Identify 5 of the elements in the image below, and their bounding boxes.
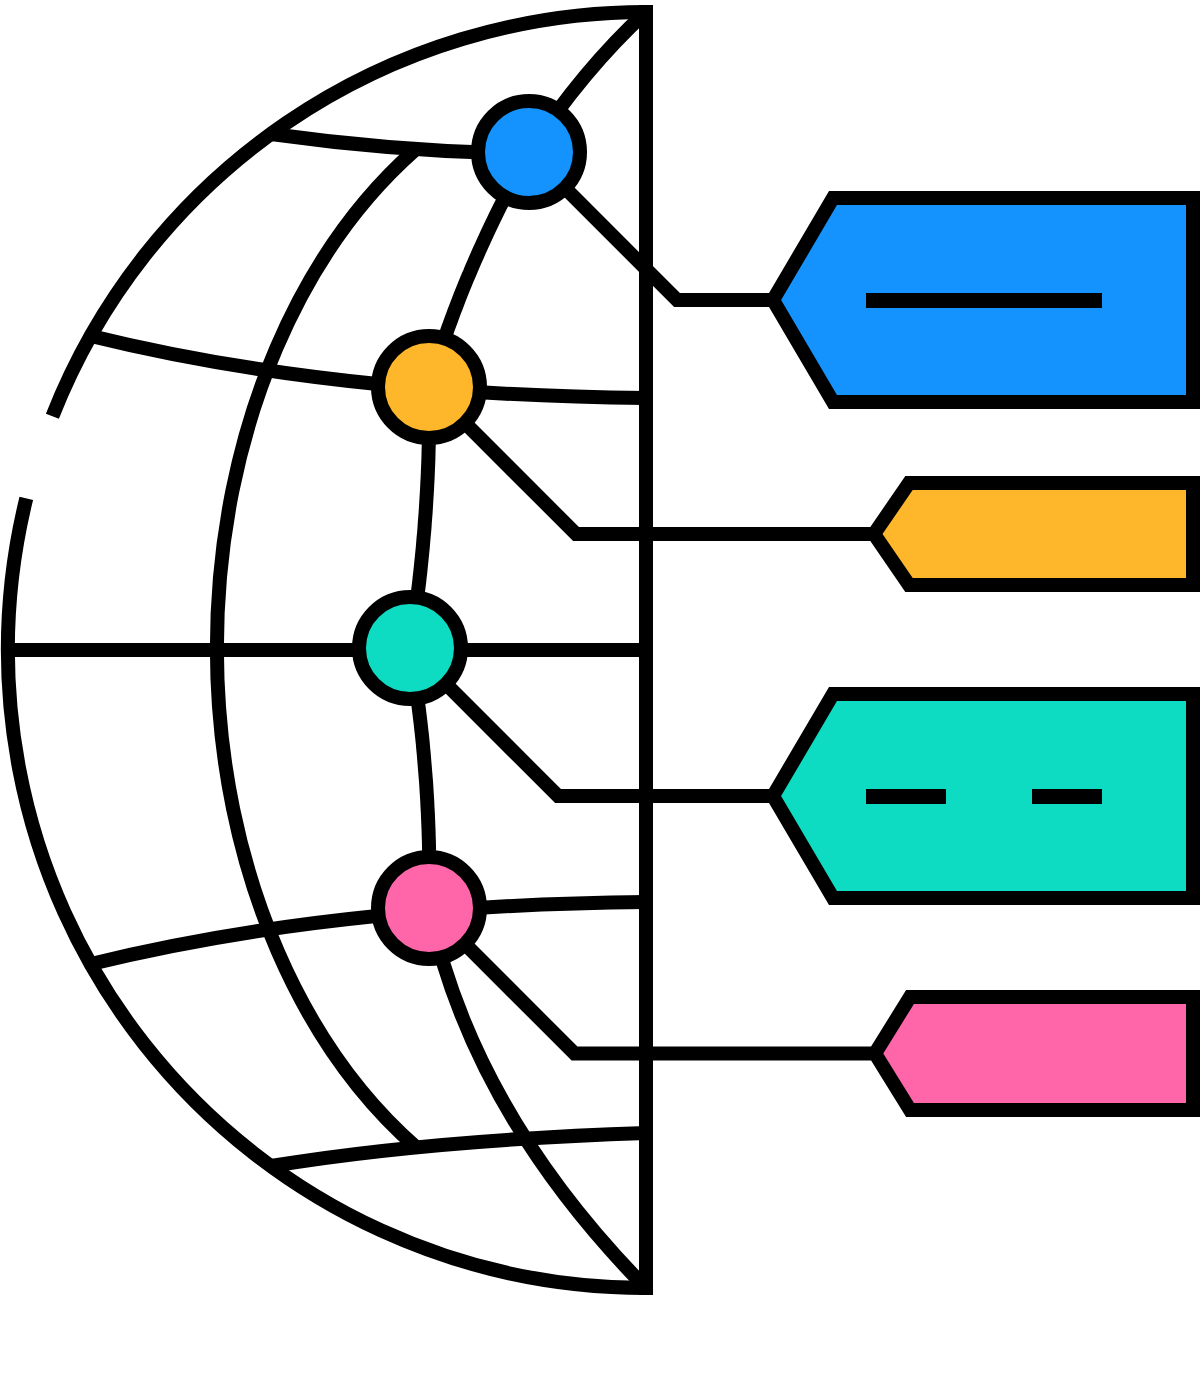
connector-line	[564, 187, 769, 307]
connector-line	[445, 683, 769, 803]
connector-line	[439, 199, 509, 336]
connector-line	[464, 422, 870, 541]
connector-line	[464, 943, 871, 1061]
